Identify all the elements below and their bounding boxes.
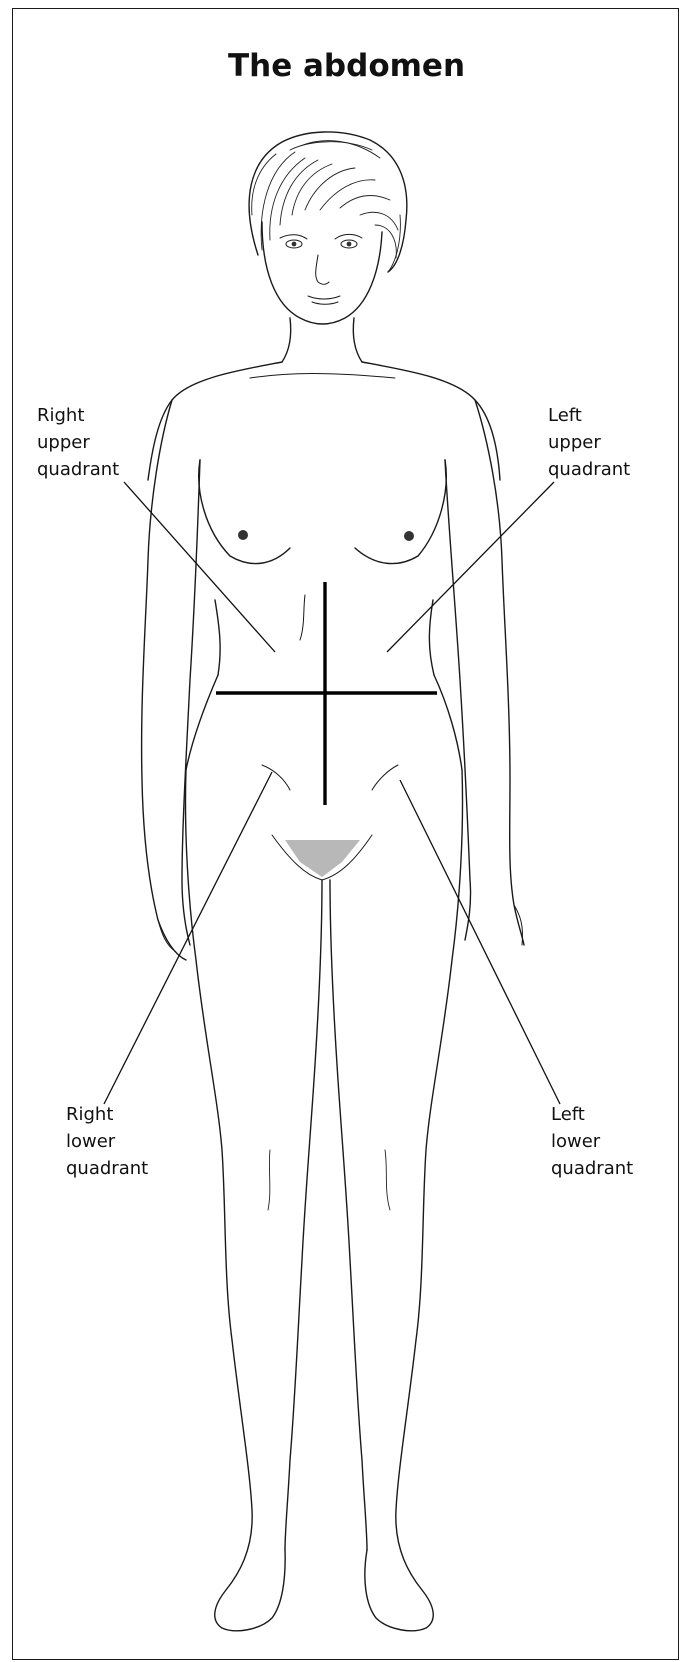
label-line: Left (548, 402, 630, 429)
label-line: upper (548, 429, 630, 456)
leader-right-lower (104, 772, 272, 1104)
label-line: lower (66, 1128, 148, 1155)
label-line: quadrant (37, 456, 119, 483)
label-left-upper-quadrant: Left upper quadrant (548, 402, 630, 483)
label-line: lower (551, 1128, 633, 1155)
label-line: Right (66, 1101, 148, 1128)
label-line: quadrant (551, 1155, 633, 1182)
label-right-lower-quadrant: Right lower quadrant (66, 1101, 148, 1182)
label-line: Right (37, 402, 119, 429)
label-right-upper-quadrant: Right upper quadrant (37, 402, 119, 483)
label-left-lower-quadrant: Left lower quadrant (551, 1101, 633, 1182)
leader-left-upper (387, 482, 554, 652)
label-line: quadrant (66, 1155, 148, 1182)
label-line: quadrant (548, 456, 630, 483)
label-line: upper (37, 429, 119, 456)
label-line: Left (551, 1101, 633, 1128)
leader-left-lower (400, 780, 560, 1104)
leader-right-upper (124, 482, 275, 652)
